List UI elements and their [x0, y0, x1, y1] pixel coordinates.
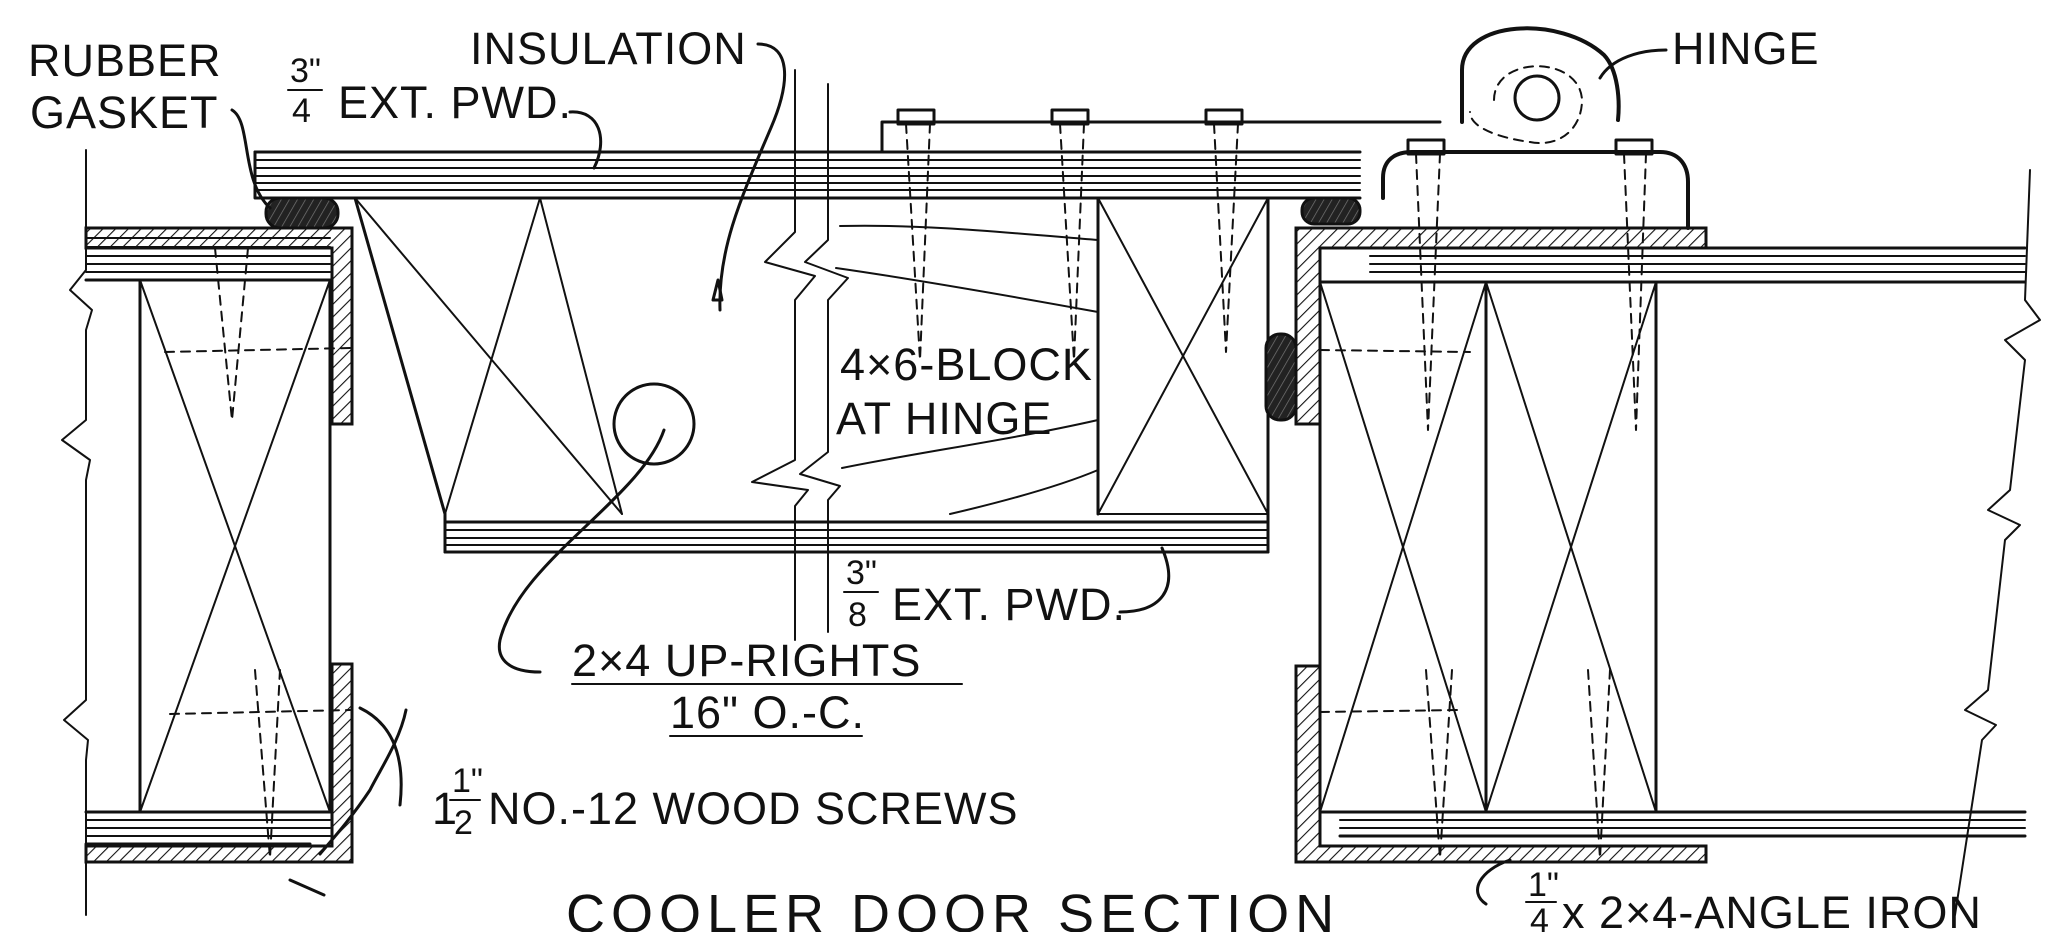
screws-label: NO.-12 WOOD SCREWS: [488, 783, 1019, 834]
left-wall-top-angle-iron: [84, 226, 354, 426]
right-wall-stud-2: [1484, 280, 1658, 814]
right-rubber-gasket-top: [1300, 196, 1362, 226]
uprights-label-line2: 16" O.-C.: [670, 687, 865, 738]
right-wall-break-line: [1954, 169, 2041, 916]
screws-fraction-denominator: 2: [454, 804, 473, 842]
left-wall-break-line: [61, 149, 93, 916]
door-break-lines: [751, 69, 849, 641]
right-wall-screws: [1319, 349, 1611, 859]
door-right-upright: [1097, 197, 1269, 515]
bottom-plywood-label: EXT. PWD.: [892, 579, 1126, 630]
bolt-head-1: [896, 108, 936, 361]
right-wall-stud-1: [1318, 280, 1488, 814]
bolt-head-2: [1050, 108, 1090, 361]
top-plywood-label: EXT. PWD.: [338, 77, 572, 128]
hinge: [1381, 26, 1690, 431]
left-wall-screws: [164, 247, 351, 859]
left-wall-bottom-plywood: [84, 810, 332, 846]
drawing-title: COOLER DOOR SECTION: [566, 884, 1340, 932]
screws-label-whole: 1: [432, 783, 458, 834]
right-wall-top-plywood: [1368, 246, 2027, 284]
top-plywood-fraction-numerator: 3": [290, 52, 321, 90]
hinge-label: HINGE: [1672, 23, 1820, 74]
hinge-block: [827, 196, 1269, 516]
angle-iron-fraction-numerator: 1": [1528, 866, 1559, 904]
screws-fraction-numerator: 1": [452, 762, 483, 800]
bolt-head-3: [1204, 108, 1244, 353]
uprights-label-line1: 2×4 UP-RIGHTS: [572, 635, 921, 686]
left-wall-section: [61, 149, 354, 916]
insulation-label: INSULATION: [470, 23, 747, 74]
right-wall-section: [1264, 169, 2041, 916]
angle-iron-fraction-denominator: 4: [1530, 902, 1549, 932]
right-wall-bottom-plywood: [1318, 810, 2027, 838]
left-wall-bottom-angle-iron: [84, 662, 354, 864]
right-rubber-gasket-side: [1264, 332, 1298, 422]
hinge-strap: [880, 108, 1442, 361]
door-top-plywood: [253, 150, 1362, 200]
left-wall-stud: [85, 278, 332, 814]
angle-iron-label: x 2×4-ANGLE IRON: [1562, 887, 1982, 932]
rubber-gasket-label-line2: GASKET: [30, 87, 219, 138]
left-rubber-gasket: [264, 196, 340, 230]
top-plywood-fraction-denominator: 4: [292, 92, 311, 130]
right-wall-top-angle-iron: [1294, 226, 1708, 426]
block-label-line2: AT HINGE: [836, 393, 1052, 444]
labels: RUBBER GASKET 3" 4 EXT. PWD. INSULATION …: [28, 23, 1982, 937]
bottom-plywood-fraction-denominator: 8: [848, 596, 867, 634]
door-left-upright: [353, 196, 623, 516]
rubber-gasket-label-line1: RUBBER: [28, 35, 222, 86]
block-label-line1: 4×6-BLOCK: [840, 339, 1093, 390]
leader-lines: [230, 42, 1668, 906]
bottom-plywood-fraction-numerator: 3": [846, 554, 877, 592]
